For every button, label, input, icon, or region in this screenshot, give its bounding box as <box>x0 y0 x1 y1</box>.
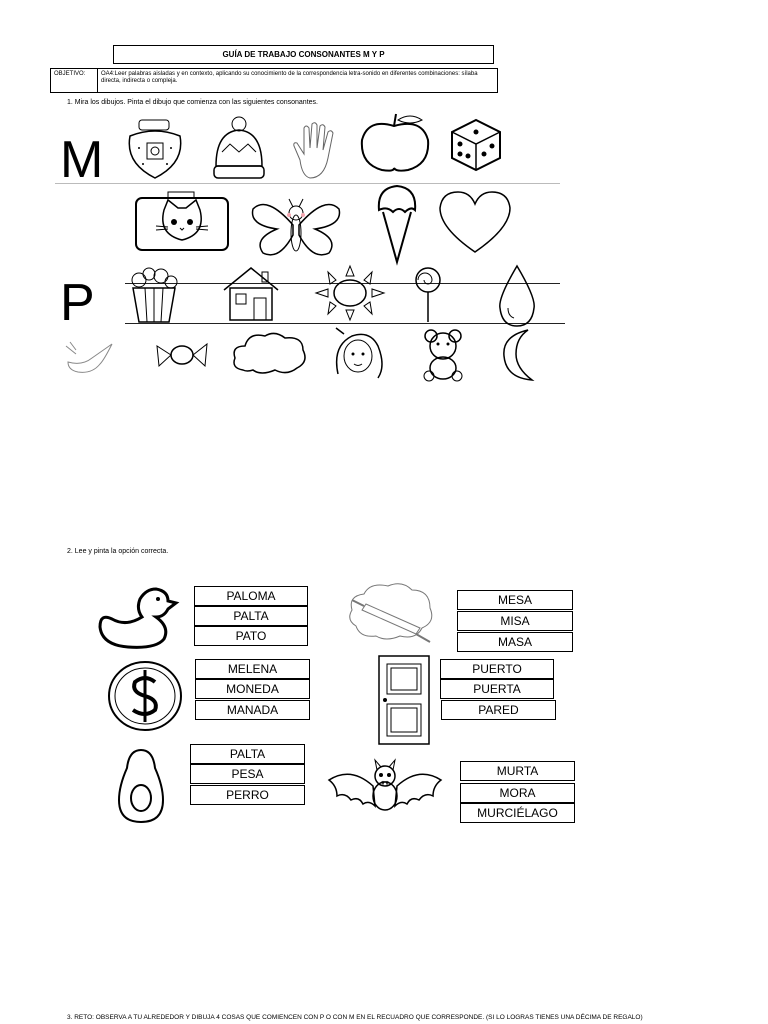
duck-icon <box>98 583 178 649</box>
option-misa[interactable]: MISA <box>457 611 573 631</box>
option-pato[interactable]: PATO <box>194 626 308 646</box>
option-masa[interactable]: MASA <box>457 632 573 652</box>
letter-p: P <box>60 274 95 332</box>
option-manada[interactable]: MANADA <box>195 700 310 720</box>
wool-hat-icon[interactable] <box>210 116 268 182</box>
cloud-icon[interactable] <box>231 330 309 376</box>
option-puerto[interactable]: PUERTO <box>440 659 554 679</box>
option-paloma[interactable]: PALOMA <box>194 586 308 606</box>
option-mesa[interactable]: MESA <box>457 590 573 610</box>
objective-label: OBJETIVO: <box>50 68 98 93</box>
dove-icon[interactable] <box>64 336 116 376</box>
option-puerta[interactable]: PUERTA <box>440 679 554 699</box>
teddy-bear-icon[interactable] <box>421 328 465 382</box>
door-icon <box>377 654 431 746</box>
objective-line-1: OA4:Leer palabras aisladas y en contexto… <box>101 71 478 77</box>
option-mora[interactable]: MORA <box>460 783 575 803</box>
option-melena[interactable]: MELENA <box>195 659 310 679</box>
girl-face-icon[interactable] <box>330 326 386 382</box>
house-icon[interactable] <box>222 266 280 322</box>
guide-line-p-bottom <box>125 323 565 324</box>
water-drop-icon[interactable] <box>496 264 538 328</box>
lollipop-icon[interactable] <box>412 266 444 324</box>
instruction-1: 1. Mira los dibujos. Pinta el dibujo que… <box>67 99 318 106</box>
heart-icon[interactable] <box>438 190 512 254</box>
ice-cream-icon[interactable] <box>375 184 419 264</box>
candy-icon[interactable] <box>155 334 209 376</box>
option-perro[interactable]: PERRO <box>190 785 305 805</box>
bat-icon <box>327 760 443 820</box>
guide-line-p-top <box>125 283 560 284</box>
worksheet-title: GUÍA DE TRABAJO CONSONANTES M Y P <box>113 45 494 64</box>
instruction-3: 3. RETO: OBSERVA A TU ALREDEDOR Y DIBUJA… <box>67 1014 643 1021</box>
avocado-icon <box>117 748 165 824</box>
objective-text: OA4:Leer palabras aisladas y en contexto… <box>98 68 498 93</box>
guide-line-p-end <box>538 283 558 284</box>
option-palta-2[interactable]: PALTA <box>190 744 305 764</box>
option-pesa[interactable]: PESA <box>190 764 305 784</box>
apple-icon[interactable] <box>358 112 432 172</box>
moon-icon[interactable] <box>498 328 540 382</box>
guide-line-m <box>55 183 560 184</box>
cloud-rolling-pin-icon <box>346 580 436 650</box>
strawberry-jar-icon[interactable] <box>125 118 185 180</box>
popcorn-icon[interactable] <box>127 268 181 324</box>
coin-icon <box>107 660 183 734</box>
hand-icon[interactable] <box>288 120 346 182</box>
option-murcielago[interactable]: MURCIÉLAGO <box>460 803 575 823</box>
dice-icon[interactable] <box>448 116 504 172</box>
option-murta[interactable]: MURTA <box>460 761 575 781</box>
instruction-2: 2. Lee y pinta la opción correcta. <box>67 548 169 555</box>
letter-m: M <box>60 131 104 189</box>
butterfly-icon[interactable] <box>247 195 345 261</box>
option-moneda[interactable]: MONEDA <box>195 679 310 699</box>
objective-line-2: directa, indirecta o compleja. <box>101 78 178 84</box>
sun-icon[interactable] <box>314 264 386 322</box>
option-palta[interactable]: PALTA <box>194 606 308 626</box>
option-pared[interactable]: PARED <box>441 700 556 720</box>
cat-suitcase-icon[interactable] <box>134 190 232 254</box>
